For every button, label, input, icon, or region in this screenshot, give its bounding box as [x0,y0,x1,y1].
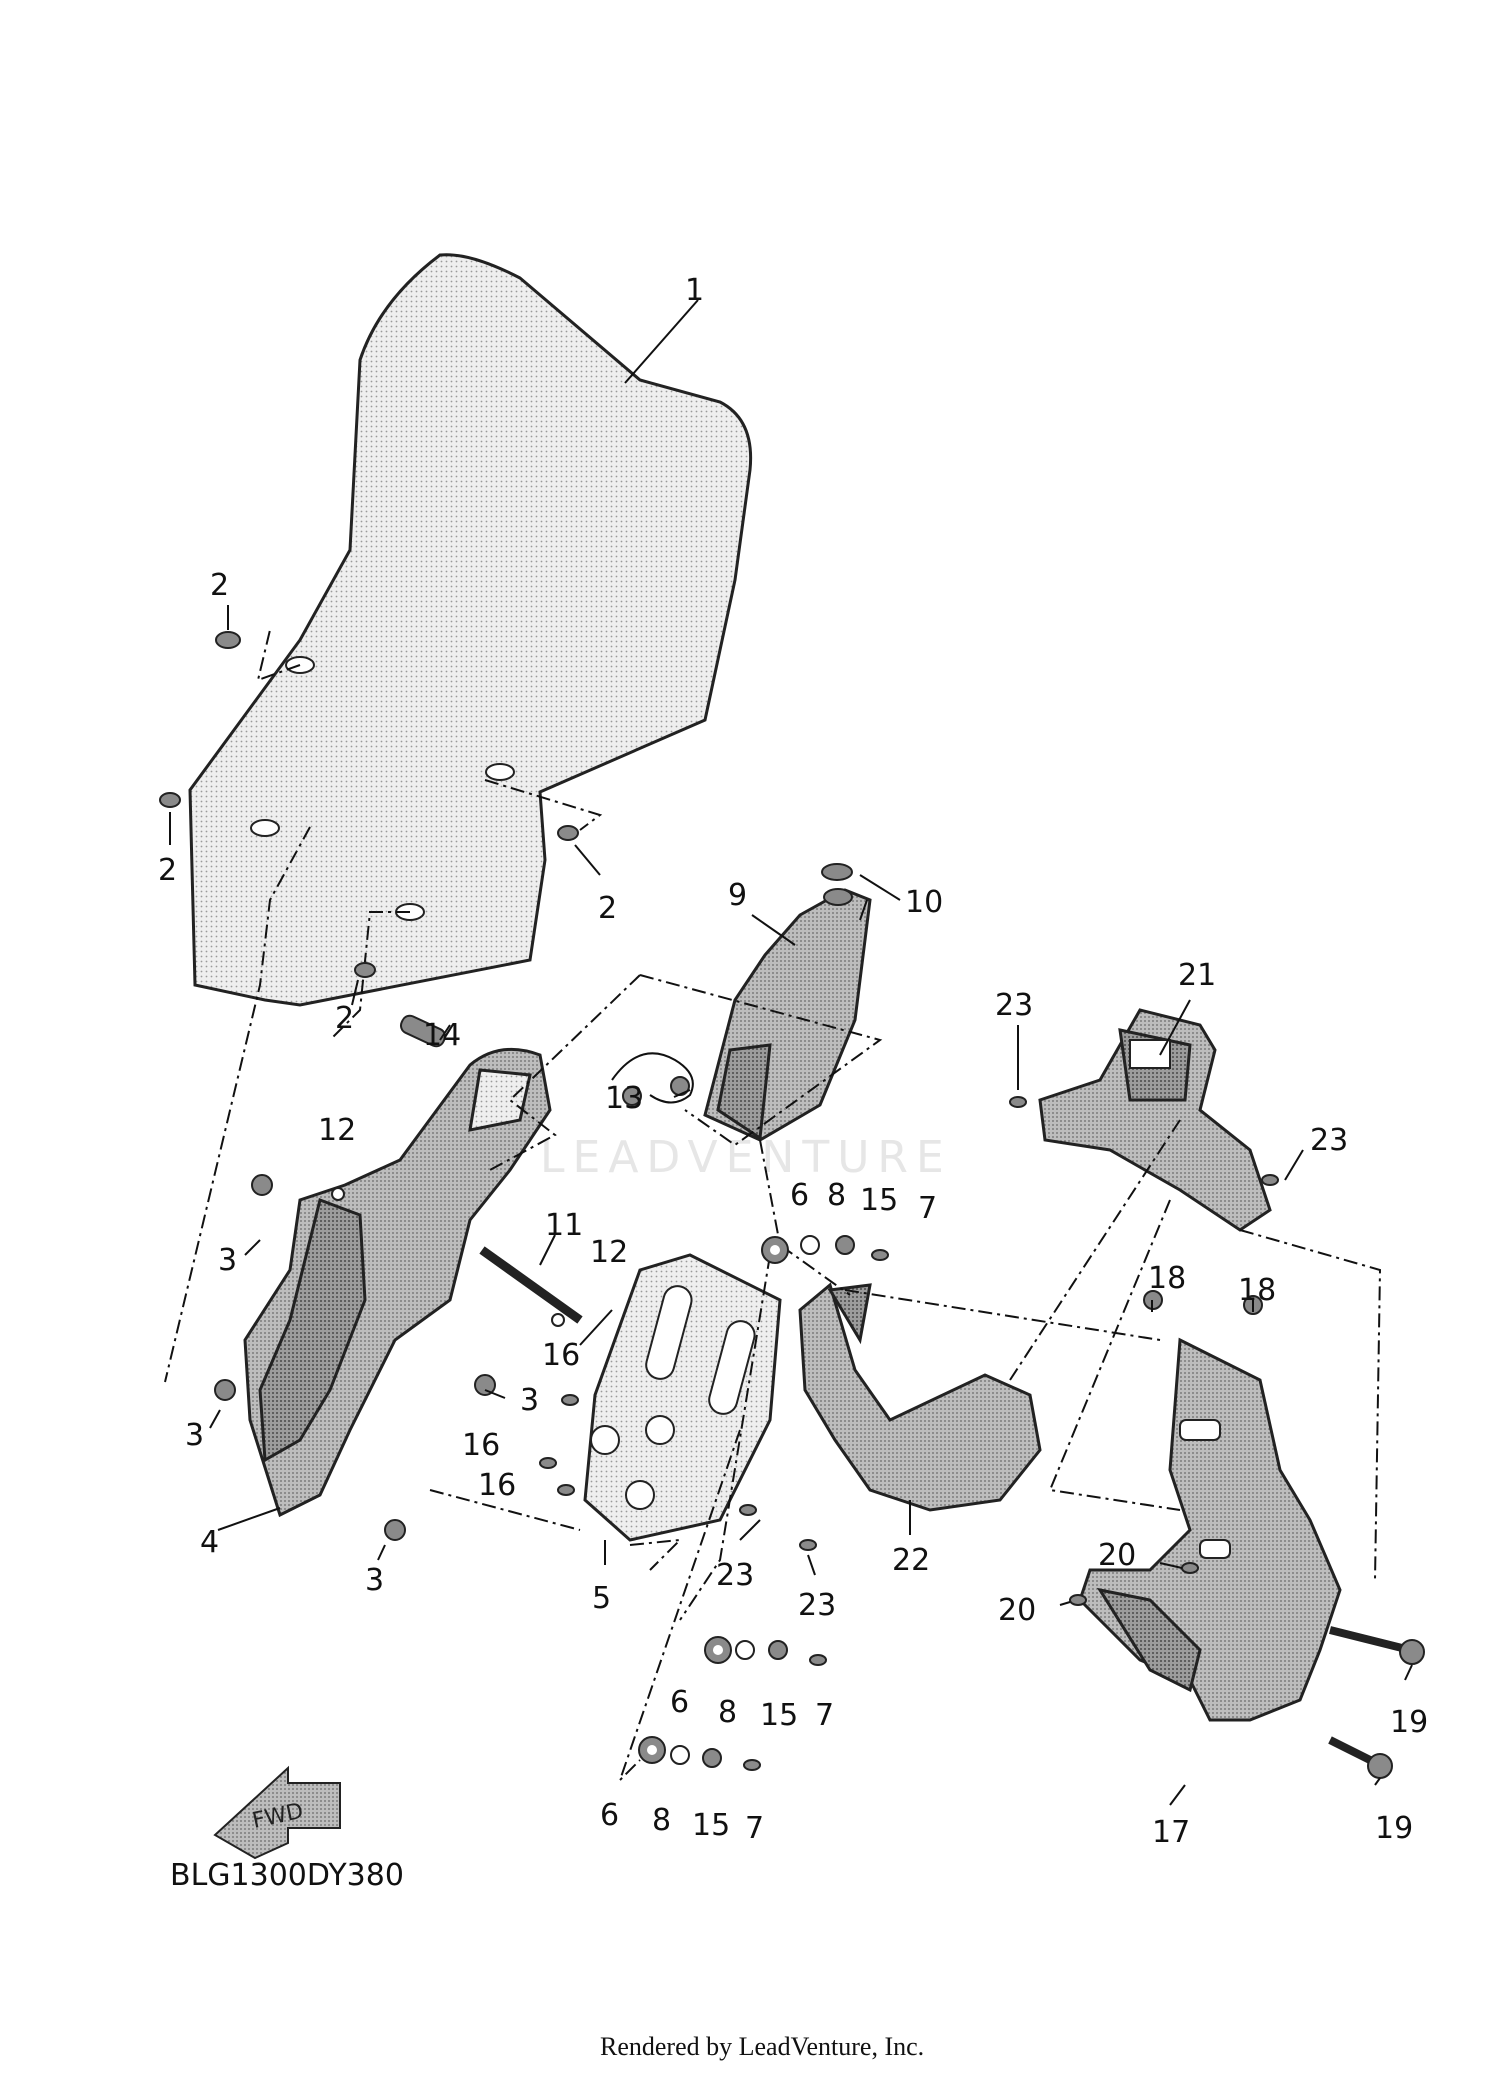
watermark-text: LEADVENTURE [540,1132,952,1183]
callout-23: 23 [1310,1123,1348,1158]
forward-direction-arrow: FWD [213,1765,341,1860]
callout-8: 8 [827,1178,846,1213]
callout-1: 1 [685,273,704,308]
callout-19: 19 [1390,1705,1428,1740]
callout-8: 8 [718,1695,737,1730]
callout-12: 12 [590,1235,628,1270]
callout-16: 16 [542,1338,580,1373]
callout-2: 2 [158,853,177,888]
inner-panel-part-4 [243,1047,552,1518]
callout-7: 7 [918,1191,937,1226]
callout-9: 9 [728,878,747,913]
knob-part-10 [821,863,853,881]
callout-11: 11 [545,1208,583,1243]
callout-15: 15 [692,1808,730,1843]
callout-7: 7 [815,1698,834,1733]
callout-10: 10 [905,885,943,920]
callout-2: 2 [335,1001,354,1036]
callout-19: 19 [1375,1811,1413,1846]
callout-16: 16 [462,1428,500,1463]
callout-labels: 1 2 2 2 2 3 3 3 3 4 5 6 6 6 7 7 7 8 8 8 … [158,273,1428,1850]
upper-bracket-part-21 [1038,1008,1272,1232]
diagram-code: BLG1300DY380 [170,1858,404,1893]
callout-5: 5 [592,1581,611,1616]
leader-lines [169,299,1413,1806]
callout-17: 17 [1152,1815,1190,1850]
callout-15: 15 [860,1183,898,1218]
callout-14: 14 [423,1018,461,1053]
callout-18: 18 [1238,1273,1276,1308]
callout-7: 7 [745,1811,764,1846]
callout-6: 6 [670,1685,689,1720]
callout-20: 20 [998,1593,1036,1628]
callout-6: 6 [600,1798,619,1833]
callout-8: 8 [652,1803,671,1838]
callout-16: 16 [478,1468,516,1503]
callout-20: 20 [1098,1538,1136,1573]
main-frame-part-17 [1078,1337,1342,1722]
callout-13: 13 [605,1081,643,1116]
callout-12: 12 [318,1113,356,1148]
callout-23: 23 [798,1588,836,1623]
callout-2: 2 [210,568,229,603]
assembly-lines [164,629,1382,1781]
callout-2: 2 [598,891,617,926]
callout-15: 15 [760,1698,798,1733]
render-credit: Rendered by LeadVenture, Inc. [600,2032,924,2061]
callout-6: 6 [790,1178,809,1213]
bracket-part-9 [703,863,872,1142]
callout-21: 21 [1178,958,1216,993]
callout-23: 23 [716,1558,754,1593]
slotted-plate-part-5 [583,1253,782,1542]
callout-22: 22 [892,1543,930,1578]
callout-3: 3 [520,1383,539,1418]
callout-3: 3 [185,1418,204,1453]
callout-3: 3 [218,1243,237,1278]
spring-clip-part-13 [611,1052,694,1106]
pin-part-14 [399,1014,447,1048]
callout-3: 3 [365,1563,384,1598]
hardware [159,631,1425,1779]
callout-23: 23 [995,988,1033,1023]
callout-18: 18 [1148,1261,1186,1296]
callout-4: 4 [200,1525,219,1560]
lower-cover-part-22 [798,1282,1042,1512]
